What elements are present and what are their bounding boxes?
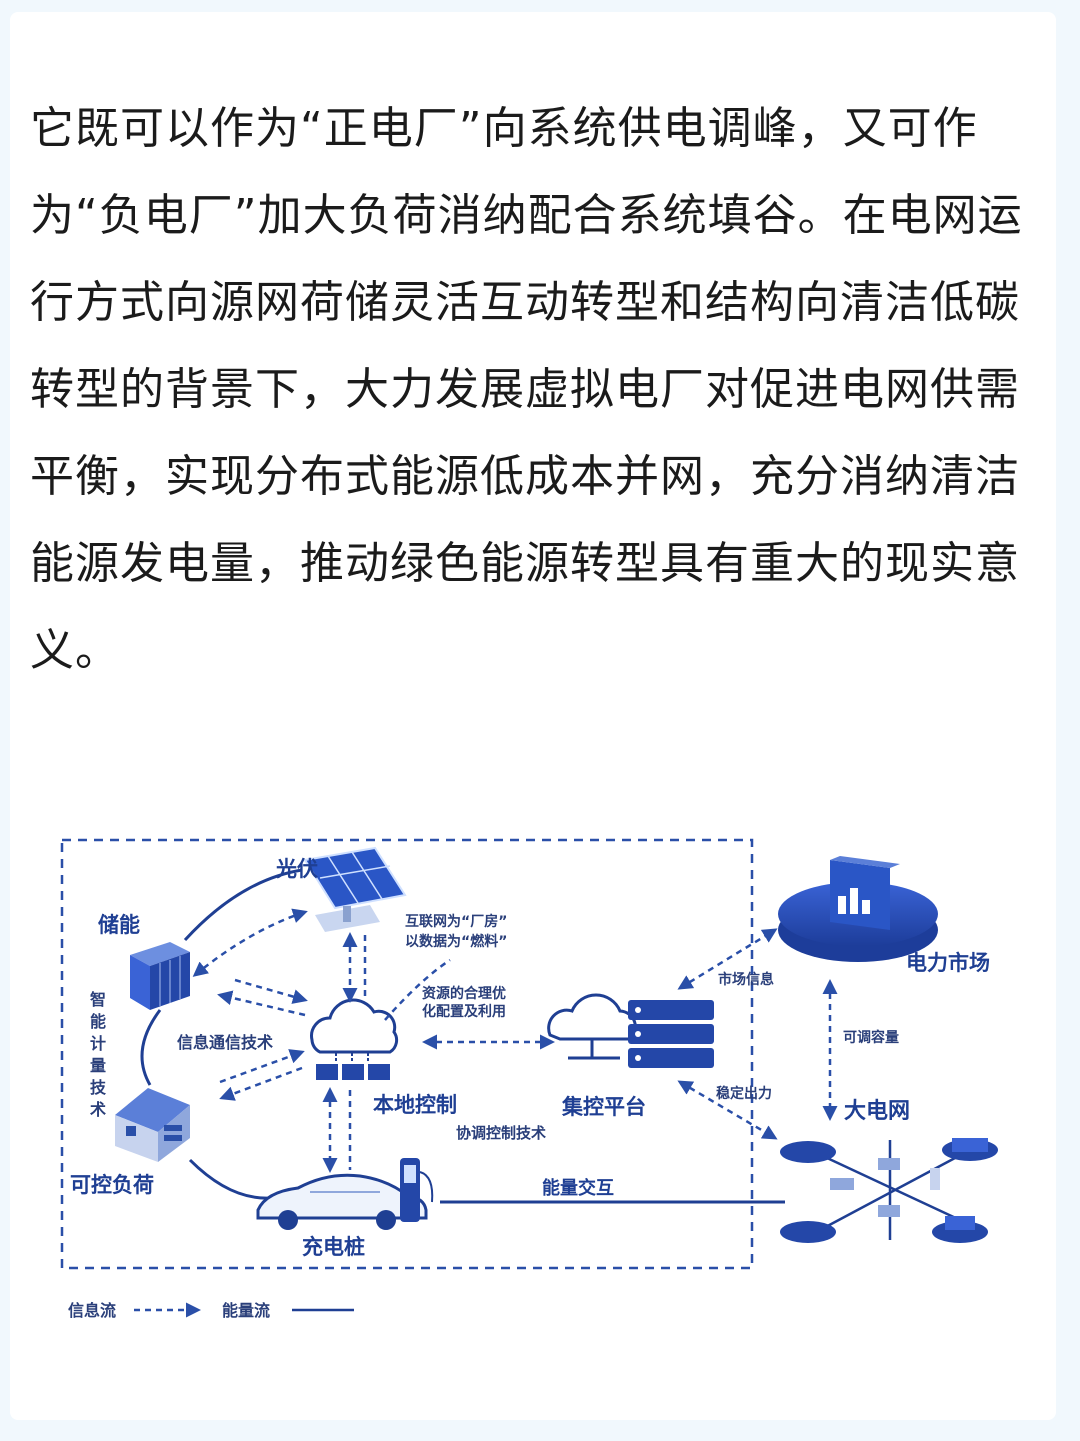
svg-text:技: 技: [90, 1078, 107, 1097]
ann-resource-1: 资源的合理优: [422, 985, 506, 1002]
svg-text:量: 量: [90, 1056, 106, 1075]
ann-adjustable-capacity: 可调容量: [843, 1029, 899, 1046]
cloud-control-icon: [310, 998, 399, 1080]
label-power-market: 电力市场: [906, 951, 990, 975]
power-market-icon: [778, 856, 938, 962]
battery-storage-icon: [130, 942, 190, 1010]
virtual-power-plant-diagram: 光伏 储能 智 能 计 量 技 术 可控负荷 本地控制: [40, 820, 1060, 1340]
svg-text:能: 能: [90, 1012, 106, 1031]
ann-internet-2: 以数据为“燃料”: [405, 933, 507, 950]
arc-storage-load: [140, 1009, 162, 1086]
label-storage: 储能: [98, 913, 140, 937]
ann-resource-2: 化配置及利用: [422, 1003, 506, 1020]
label-pv: 光伏: [275, 857, 318, 881]
server-cloud-icon: [547, 993, 714, 1068]
legend-energy-flow-label: 能量流: [222, 1301, 270, 1320]
ann-energy-exchange: 能量交互: [542, 1177, 614, 1199]
svg-text:智: 智: [90, 990, 106, 1009]
svg-text:术: 术: [89, 1100, 106, 1119]
electric-car-icon: [256, 1173, 428, 1230]
house-icon: [115, 1088, 190, 1162]
arc-load-ev: [188, 1158, 271, 1200]
vpp-boundary: [60, 838, 754, 1270]
label-local-control: 本地控制: [373, 1093, 457, 1117]
ann-coordination: 协调控制技术: [456, 1124, 546, 1142]
legend: 信息流 能量流: [68, 1301, 354, 1320]
main-grid-icon: [780, 1138, 998, 1243]
ann-stable-output: 稳定出力: [716, 1085, 772, 1102]
article-paragraph: 它既可以作为“正电厂”向系统供电调峰，又可作为“负电厂”加大负荷消纳配合系统填谷…: [30, 103, 1023, 676]
label-charging-pile: 充电桩: [302, 1235, 365, 1259]
label-main-grid: 大电网: [844, 1099, 910, 1124]
info-flow-arrows: [192, 908, 838, 1173]
smart-metering-label: 智 能 计 量 技 术: [89, 990, 107, 1119]
content-card: [10, 12, 1056, 1420]
ann-market-info: 市场信息: [718, 971, 774, 988]
solar-panel-icon: [303, 846, 407, 932]
svg-text:计: 计: [90, 1034, 106, 1053]
legend-info-flow-label: 信息流: [68, 1301, 116, 1320]
label-controllable-load: 可控负荷: [70, 1173, 154, 1197]
ann-internet-1: 互联网为“厂房”: [405, 913, 507, 930]
ann-info-comm: 信息通信技术: [177, 1033, 273, 1052]
label-central-platform: 集控平台: [561, 1095, 646, 1119]
diagram-svg: 光伏 储能 智 能 计 量 技 术 可控负荷 本地控制: [60, 838, 998, 1320]
charging-pile-icon: [400, 1158, 434, 1222]
